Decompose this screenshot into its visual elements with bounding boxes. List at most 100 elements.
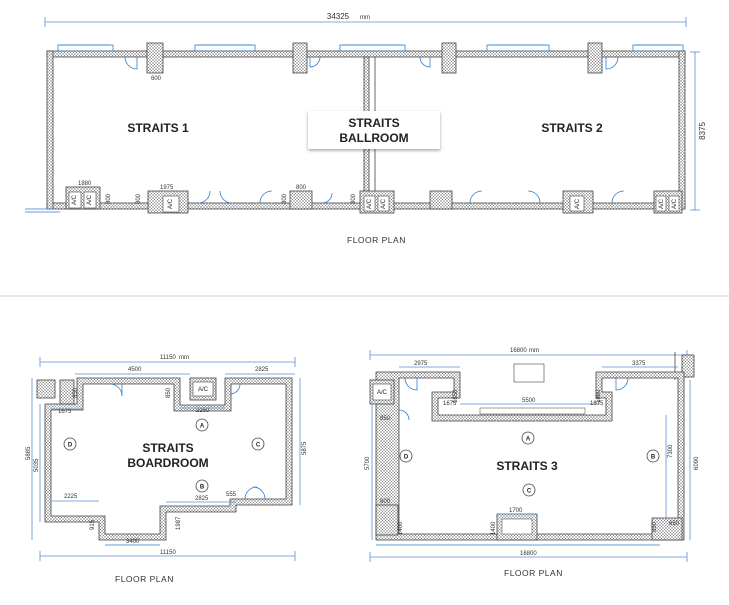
ballroom-column — [146, 42, 164, 74]
boardroom-dim: 555 — [226, 492, 237, 498]
ballroom-dim: 800 — [351, 193, 357, 204]
room-label-straits-2: STRAITS 2 — [541, 121, 603, 135]
straits3-dim: 3375 — [632, 361, 646, 367]
boardroom-floor-plan-caption: FLOOR PLAN — [115, 574, 174, 584]
ballroom-bottom-doors — [25, 190, 625, 213]
boardroom-marker-d: D — [63, 437, 77, 451]
ballroom-column — [587, 42, 603, 74]
boardroom-dim: 850 — [166, 387, 172, 398]
ballroom-plan: 34325 mm 8375 — [25, 12, 707, 245]
svg-text:A/C: A/C — [87, 194, 93, 205]
boardroom-marker-a: A — [195, 418, 209, 432]
ballroom-dim: 800 — [282, 193, 288, 204]
boardroom-dim: 3400 — [126, 539, 140, 545]
straits3-dim: 1850 — [453, 389, 459, 403]
ballroom-height-value: 8375 — [698, 122, 707, 140]
ballroom-bottom-pillar — [429, 190, 453, 210]
straits3-marker-d: D — [399, 449, 413, 463]
ballroom-ac-units: A/C A/C A/C A/C A/C A/C A/C A/C — [65, 186, 683, 214]
straits3-dim: 1400 — [398, 521, 404, 535]
straits3-dim: 1700 — [509, 508, 523, 514]
straits3-dim: 5700 — [365, 456, 371, 470]
straits3-marker-a: A — [521, 431, 535, 445]
svg-text:A: A — [526, 437, 531, 443]
ballroom-dim: 800 — [296, 185, 307, 191]
ballroom-windows — [57, 44, 684, 52]
boardroom-dim: 1675 — [58, 409, 72, 415]
ballroom-floor-plan-caption: FLOOR PLAN — [347, 235, 406, 245]
straits3-marker-c: C — [522, 483, 536, 497]
ballroom-column — [441, 42, 457, 74]
svg-text:A/C: A/C — [381, 198, 387, 209]
boardroom-bottom-width: 11150 — [160, 550, 176, 556]
svg-text:STRAITS: STRAITS — [348, 116, 399, 130]
boardroom-dim: 4500 — [128, 367, 142, 373]
straits3-dim: 1675 — [443, 401, 457, 407]
ballroom-right-wall — [678, 50, 686, 210]
boardroom-width-unit: mm — [179, 355, 189, 361]
straits3-dim: 5500 — [522, 398, 536, 404]
straits3-corner-block — [651, 517, 683, 541]
boardroom-dim: 5885 — [26, 446, 32, 460]
svg-text:A/C: A/C — [659, 198, 665, 209]
boardroom-dim: 850 — [73, 387, 79, 398]
ballroom-dim: 800 — [106, 193, 112, 204]
boardroom-walls — [44, 377, 293, 541]
straits3-marker-b: B — [646, 449, 660, 463]
svg-text:C: C — [256, 443, 261, 449]
ballroom-column — [292, 42, 308, 74]
svg-text:B: B — [200, 485, 205, 491]
room-label-straits-3: STRAITS 3 — [496, 459, 558, 473]
svg-text:B: B — [651, 455, 656, 461]
svg-text:A/C: A/C — [575, 198, 581, 209]
boardroom-corner-block — [59, 379, 75, 405]
boardroom-doors — [105, 383, 266, 546]
straits3-width-value: 16800 — [510, 348, 527, 354]
svg-text:D: D — [404, 455, 409, 461]
boardroom-plan: 11150 mm 4500 2825 A/C 1675 2150 850 850 — [26, 355, 308, 584]
boardroom-marker-c: C — [251, 437, 265, 451]
boardroom-dim: 2825 — [255, 367, 269, 373]
ballroom-label-box: STRAITS BALLROOM — [308, 111, 440, 149]
svg-text:A/C: A/C — [672, 198, 678, 209]
straits3-dim: 6090 — [694, 456, 700, 470]
straits3-corner-block — [375, 504, 399, 536]
straits3-dim: 2975 — [414, 361, 428, 367]
ballroom-dim: 600 — [151, 76, 162, 82]
boardroom-dim: 1987 — [176, 516, 182, 530]
straits3-bottom-width: 16800 — [520, 551, 537, 557]
svg-text:A: A — [200, 424, 205, 430]
svg-text:A/C: A/C — [377, 390, 388, 396]
straits3-doors — [376, 377, 660, 546]
straits3-dim: 850 — [652, 521, 658, 532]
ballroom-left-wall — [46, 50, 54, 210]
straits3-dim: 1860 — [596, 389, 602, 403]
svg-text:A/C: A/C — [168, 198, 174, 209]
straits3-width-unit: mm — [529, 348, 539, 354]
ballroom-dim: 1880 — [78, 181, 92, 187]
straits3-dim: 1675 — [590, 401, 604, 407]
straits3-floor-plan-caption: FLOOR PLAN — [504, 568, 563, 578]
ballroom-width-unit: mm — [360, 15, 370, 21]
svg-text:A/C: A/C — [72, 194, 78, 205]
straits3-dim: 800 — [380, 499, 391, 505]
straits3-dim: 7300 — [668, 444, 674, 458]
room-label-straits-1: STRAITS 1 — [127, 121, 189, 135]
boardroom-dim: 2150 — [196, 408, 210, 414]
boardroom-corner-block — [36, 379, 56, 399]
boardroom-dim: 5875 — [302, 441, 308, 455]
straits3-dim: 1400 — [491, 521, 497, 535]
svg-text:A/C: A/C — [367, 198, 373, 209]
boardroom-dim: 5035 — [34, 458, 40, 472]
boardroom-marker-b: B — [195, 479, 209, 493]
straits3-dim: 650 — [669, 521, 680, 527]
svg-text:A/C: A/C — [198, 387, 209, 393]
boardroom-dim: 2225 — [64, 494, 78, 500]
boardroom-dim: 915 — [90, 519, 96, 530]
room-label-boardroom-line2: BOARDROOM — [127, 456, 208, 470]
room-label-boardroom-line1: STRAITS — [142, 441, 193, 455]
ballroom-bottom-pillar — [289, 190, 313, 210]
boardroom-width-value: 11150 — [160, 355, 176, 361]
ballroom-top-doors — [124, 56, 619, 70]
boardroom-dim: 2825 — [195, 496, 209, 502]
